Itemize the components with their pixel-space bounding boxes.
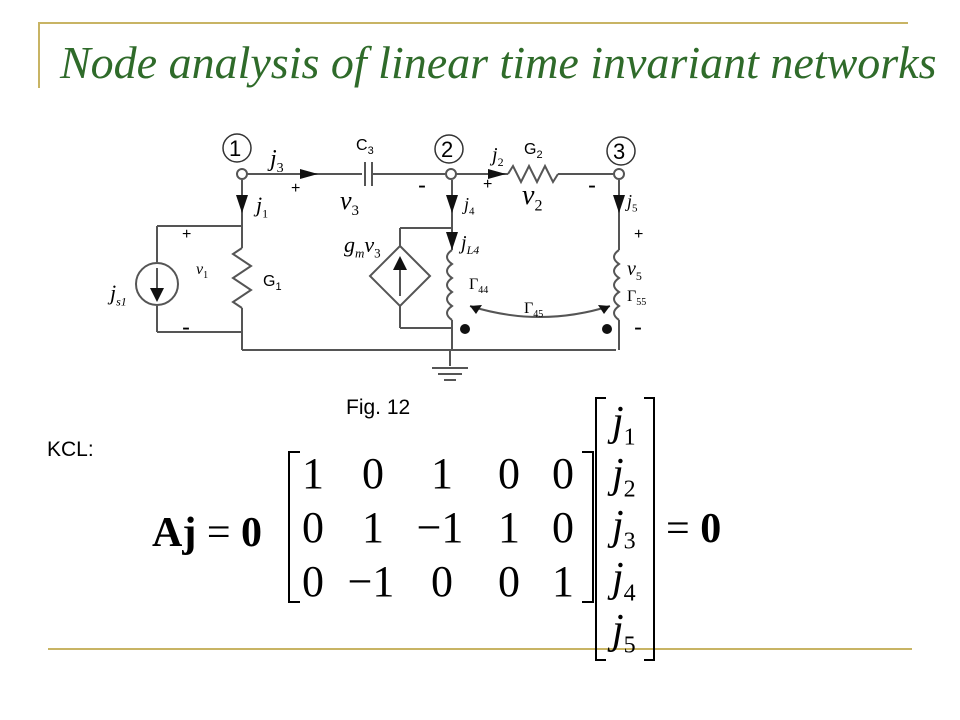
v3-label: v3 bbox=[340, 186, 360, 220]
node-3-label: 3 bbox=[613, 139, 626, 164]
js1-label: js1 bbox=[110, 280, 127, 309]
matrix-cell: 0 bbox=[431, 557, 453, 606]
slide-title: Node analysis of linear time invariant n… bbox=[60, 37, 937, 88]
g1-label: G1 bbox=[263, 273, 282, 294]
lhs-A: A bbox=[152, 510, 183, 556]
node-1-label: 1 bbox=[229, 136, 242, 161]
plus-v3: + bbox=[291, 180, 301, 197]
minus-v5: - bbox=[634, 314, 642, 341]
matrix-cell: 1 bbox=[302, 449, 324, 498]
plus-v2: + bbox=[483, 176, 493, 193]
matrix-cell: 0 bbox=[498, 557, 520, 606]
matrix-cell: 0 bbox=[302, 557, 324, 606]
v2-label: v2 bbox=[522, 180, 543, 215]
vector-entry: j2 bbox=[612, 451, 636, 503]
top-rule bbox=[38, 22, 908, 24]
figure-caption: Fig. 12 bbox=[346, 396, 411, 419]
lhs-expression: Aj = 0 bbox=[152, 509, 262, 557]
matrix-cell: 0 bbox=[302, 503, 324, 552]
lhs-j: j bbox=[182, 510, 197, 556]
left-rule bbox=[38, 22, 40, 88]
lhs-zero: 0 bbox=[241, 510, 263, 556]
j2-label: j2 bbox=[492, 144, 504, 169]
gamma44-label: Γ44 bbox=[469, 276, 489, 297]
v1-label: v1 bbox=[196, 261, 209, 282]
vector-entry: j3 bbox=[612, 503, 636, 555]
gmv3-label: gmv3 bbox=[344, 232, 381, 261]
matrix-cell: 1 bbox=[552, 557, 574, 606]
kcl-label: KCL: bbox=[47, 438, 94, 461]
g2-label: G2 bbox=[524, 141, 543, 162]
minus-v3: - bbox=[418, 172, 426, 199]
j4-label: j4 bbox=[464, 194, 475, 218]
j5-label: j5 bbox=[627, 191, 638, 215]
minus-v2: - bbox=[588, 172, 596, 199]
matrix-cell: 1 bbox=[362, 503, 384, 552]
matrix-cell: 0 bbox=[362, 449, 384, 498]
plus-v5: + bbox=[634, 226, 644, 243]
lhs-eq: = bbox=[206, 510, 231, 556]
rhs-expression: = 0 bbox=[666, 505, 721, 553]
matrix-cell: 0 bbox=[498, 449, 520, 498]
jl4-label: jL4 bbox=[461, 232, 480, 257]
vector-entry: j4 bbox=[612, 555, 636, 607]
v5-label: v5 bbox=[627, 258, 642, 283]
gamma45-label: Γ45 bbox=[524, 300, 544, 321]
vector-entry: j5 bbox=[612, 607, 636, 659]
matrix-cell: 0 bbox=[552, 503, 574, 552]
rhs-zero: 0 bbox=[700, 506, 722, 552]
plus-v1: + bbox=[182, 226, 192, 243]
matrix-cell: 1 bbox=[498, 503, 520, 552]
node-2-label: 2 bbox=[441, 137, 454, 162]
matrix-cell: 1 bbox=[431, 449, 453, 498]
j1-label: j1 bbox=[256, 192, 269, 221]
matrix-cell: 0 bbox=[552, 449, 574, 498]
vector-entry: j1 bbox=[612, 399, 636, 451]
gamma55-label: Γ55 bbox=[627, 288, 647, 309]
c3-label: C3 bbox=[356, 137, 374, 158]
matrix-cell: −1 bbox=[416, 503, 464, 552]
minus-v1: - bbox=[182, 314, 190, 341]
rhs-eq: = bbox=[666, 506, 690, 552]
matrix-cell: −1 bbox=[347, 557, 395, 606]
bottom-rule bbox=[48, 648, 912, 650]
j3-label: j3 bbox=[270, 146, 284, 176]
